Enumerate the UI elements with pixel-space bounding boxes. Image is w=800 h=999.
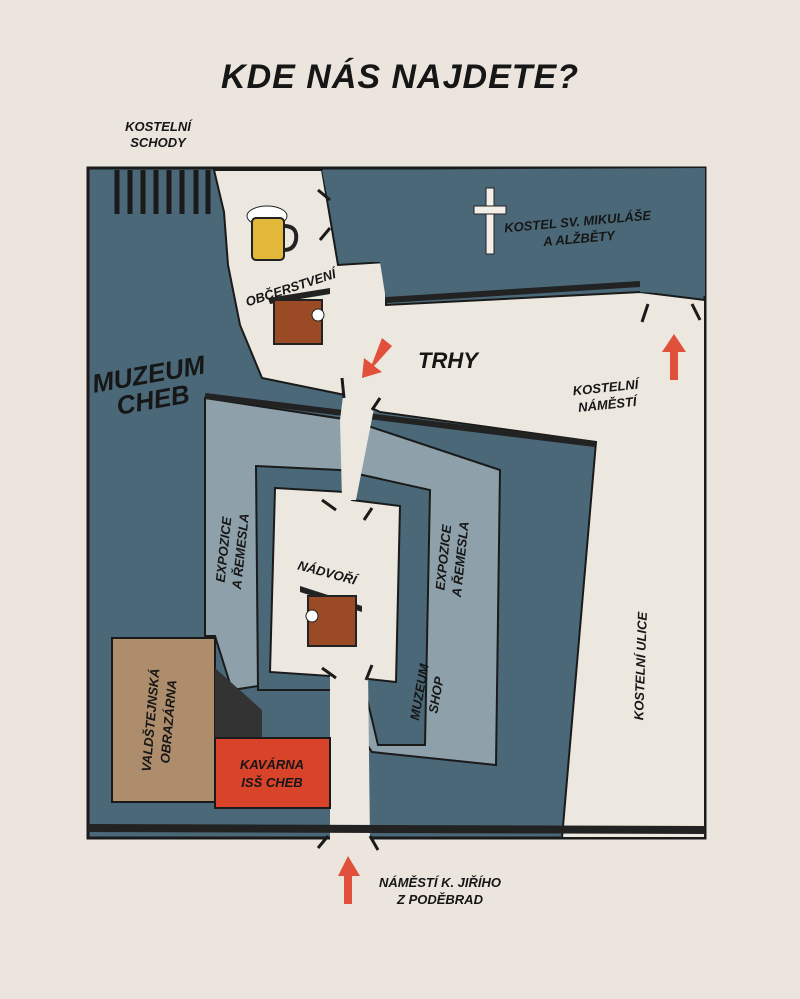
market-stall-icon <box>300 586 362 647</box>
label-church-street: KOSTELNÍ ULICE <box>631 611 650 720</box>
market-stall-icon <box>268 288 330 345</box>
stairs <box>215 668 262 738</box>
church-building <box>322 168 705 300</box>
beer-mug-icon <box>246 205 299 261</box>
door-marks <box>316 188 702 851</box>
courtyard <box>268 486 402 684</box>
church-cross-icon <box>473 187 507 255</box>
central-passage <box>340 380 378 500</box>
entrance-arrow-icon <box>338 856 360 904</box>
label-markets: TRHY <box>418 348 480 373</box>
church-steps <box>114 170 211 214</box>
entrance-arrow-icon <box>662 334 686 380</box>
entrance-arrow-icon <box>362 338 392 378</box>
cafe-building <box>214 737 331 809</box>
page-title: KDE NÁS NAJDETE? <box>221 58 579 96</box>
label-church-square: KOSTELNÍNÁMĚSTÍ <box>572 376 643 415</box>
entrance-passage <box>330 670 370 840</box>
street-area <box>212 169 706 839</box>
gallery-building <box>111 637 216 803</box>
label-exhibition-left: EXPOZICEA ŘEMESLA <box>212 511 252 591</box>
